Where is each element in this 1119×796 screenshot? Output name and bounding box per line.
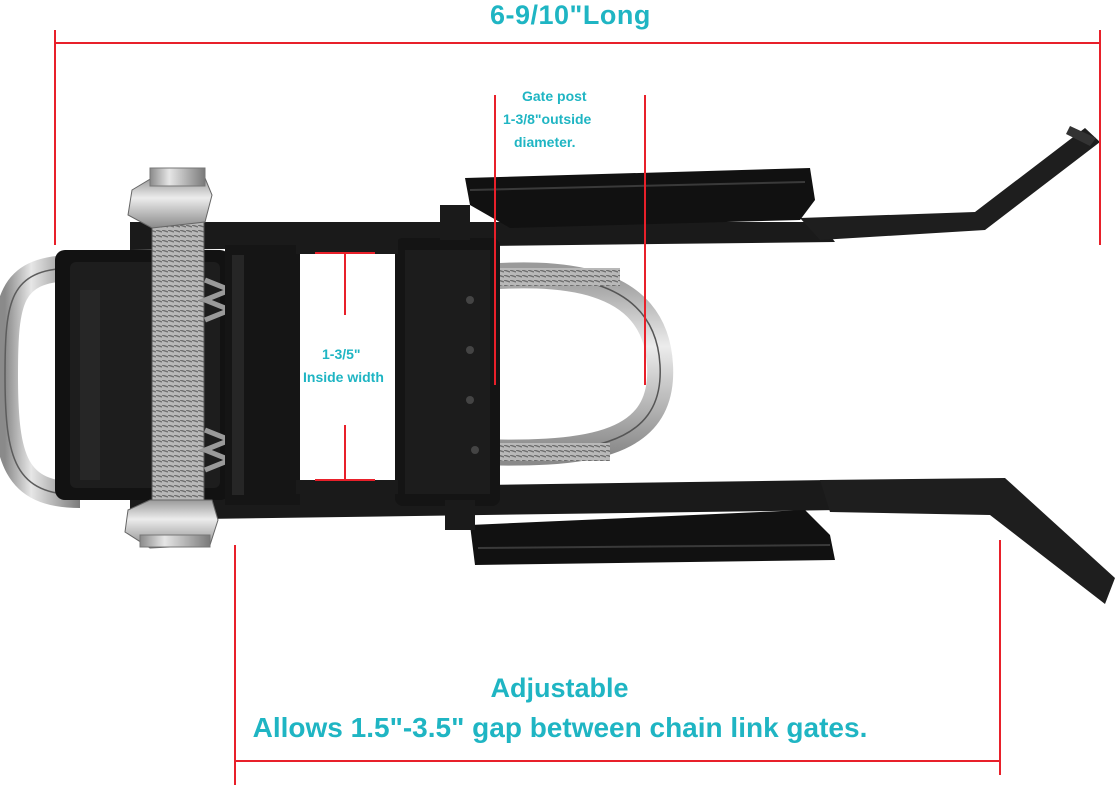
spring: [198, 277, 237, 473]
threaded-bolt: [152, 205, 204, 535]
adjustable-title: Adjustable: [490, 673, 629, 703]
dimension-lines: [54, 30, 1101, 785]
bottom-clamp-plate: [470, 510, 835, 565]
adjustable-range: Allows 1.5"-3.5" gap between chain link …: [252, 712, 868, 743]
gate-post-label-line2: 1-3/8"outside: [503, 111, 592, 127]
gate-post-label-line1: Gate post: [522, 88, 587, 104]
top-clamp-plate: [465, 168, 815, 228]
overall-length-label: 6-9/10"Long: [490, 0, 651, 30]
gate-post-label-line3: diameter.: [514, 134, 576, 150]
inside-width-label-line2: Inside width: [303, 369, 384, 385]
inside-width-label-line1: 1-3/5": [322, 346, 361, 362]
